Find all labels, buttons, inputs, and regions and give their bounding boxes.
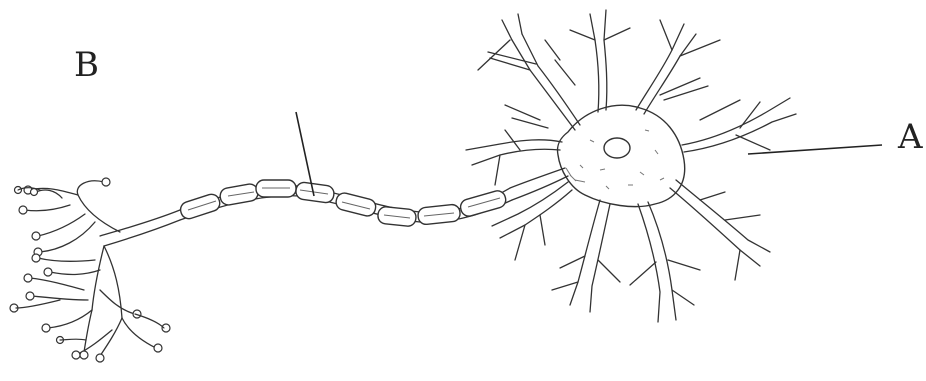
- synaptic-knobs: [10, 178, 170, 362]
- label-a: A: [898, 120, 923, 154]
- label-b: B: [74, 48, 99, 82]
- nucleus: [604, 138, 630, 158]
- myelin-sheath: [179, 180, 508, 227]
